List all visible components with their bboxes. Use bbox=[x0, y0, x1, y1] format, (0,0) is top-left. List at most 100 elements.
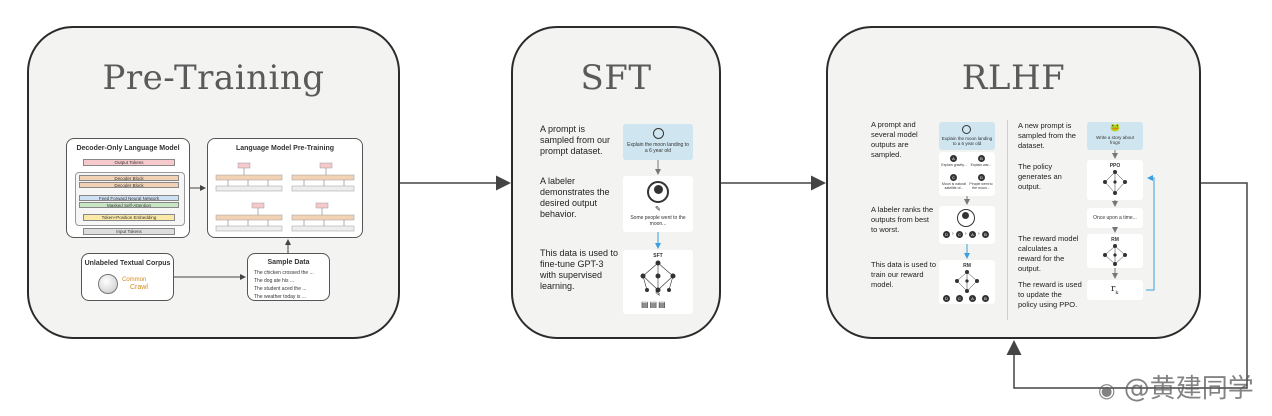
rlhf-labeler-avatar-icon bbox=[957, 209, 975, 227]
watermark: ◉ @黄建同学 bbox=[1098, 368, 1254, 405]
layer-output-tokens: Output Tokens bbox=[83, 159, 175, 166]
sft-model-label: SFT bbox=[653, 253, 663, 259]
sft-answer-text: Some people went to the moon... bbox=[630, 215, 686, 227]
sft-documents-icon: ▤▤▤ bbox=[641, 300, 667, 309]
lm-pretraining-box: Language Model Pre-Training bbox=[207, 138, 363, 238]
reward-symbol-r: r bbox=[1111, 284, 1116, 294]
reward-symbol-k: k bbox=[1115, 289, 1119, 296]
layer-decoder-block-2: Decoder Block bbox=[79, 182, 179, 188]
sft-prompt-icon bbox=[653, 128, 664, 139]
sft-answer-card: ✎ Some people went to the moon... bbox=[623, 176, 693, 232]
rlhf-left-caption-1: A prompt and several model outputs are s… bbox=[871, 120, 918, 159]
rm-ranking-row: D C A B bbox=[943, 295, 993, 303]
ppo-network-icon bbox=[1103, 170, 1127, 195]
pencil-icon: ✎ bbox=[655, 206, 661, 213]
sft-caption-3: This data is used to fine-tune GPT-3 wit… bbox=[540, 248, 619, 291]
rm-rank-badge: C bbox=[956, 295, 963, 302]
rlhf-panel: RLHF A prompt and several model outputs … bbox=[826, 26, 1201, 339]
sft-network-icon bbox=[640, 260, 676, 293]
rlhf-left-prompt-text: Explain the moon landing to a 6 year old bbox=[941, 136, 993, 146]
watermark-text: @黄建同学 bbox=[1123, 374, 1254, 404]
option-a-text: Explain gravity... bbox=[941, 163, 967, 167]
rlhf-ppo-label: PPO bbox=[1109, 163, 1121, 169]
rlhf-reward-model-card: RM bbox=[1087, 234, 1143, 268]
rank-badge: A bbox=[969, 231, 976, 238]
sample-line-4: The weather today is ... bbox=[254, 294, 306, 300]
layer-embedding: Token+Position Embedding bbox=[83, 214, 175, 221]
sample-line-1: The chicken crossed the ... bbox=[254, 270, 314, 276]
reward-symbol: rk bbox=[1111, 284, 1118, 296]
option-c-badge: C bbox=[950, 174, 957, 181]
option-a-badge: A bbox=[950, 155, 957, 162]
sample-data-box: Sample Data The chicken crossed the ... … bbox=[247, 253, 330, 301]
reward-network-icon bbox=[1103, 244, 1127, 266]
sft-caption-1: A prompt is sampled from our prompt data… bbox=[540, 124, 611, 156]
rlhf-connectors bbox=[964, 150, 1155, 291]
option-b-text: Explain war... bbox=[970, 163, 992, 167]
sft-panel: SFT A prompt is sampled from our prompt … bbox=[511, 26, 721, 339]
rlhf-reward-card: rk bbox=[1087, 280, 1143, 300]
rlhf-right-caption-1: A new prompt is sampled from the dataset… bbox=[1018, 121, 1076, 150]
labeler-avatar-icon bbox=[647, 181, 669, 203]
rank-badge: C bbox=[956, 231, 963, 238]
rlhf-ranking-card: D › C › A › B bbox=[939, 206, 995, 244]
rlhf-output-card: Once upon a time... bbox=[1087, 208, 1143, 228]
rm-rank-badge: B bbox=[982, 295, 989, 302]
corpus-box-title: Unlabeled Textual Corpus bbox=[84, 260, 171, 267]
rank-sep-icon: › bbox=[965, 231, 967, 237]
layer-decoder-block-1: Decoder Block bbox=[79, 175, 179, 181]
rlhf-divider bbox=[1007, 120, 1008, 320]
layer-input-tokens: Input Tokens bbox=[83, 228, 175, 235]
wikipedia-logo-icon bbox=[98, 274, 118, 294]
sft-title: SFT bbox=[580, 58, 652, 98]
rlhf-left-caption-3: This data is used to train our reward mo… bbox=[871, 260, 937, 289]
rlhf-options-card: A Explain gravity... B Explain war... C … bbox=[939, 152, 995, 196]
arrow-rlhf-feedback-loop bbox=[1006, 182, 1248, 389]
rlhf-left-caption-2: A labeler ranks the outputs from best to… bbox=[871, 205, 934, 234]
pretraining-title: Pre-Training bbox=[102, 58, 325, 98]
lm-pretraining-title: Language Model Pre-Training bbox=[235, 145, 334, 152]
sample-data-title: Sample Data bbox=[267, 259, 310, 266]
frog-icon: 🐸 bbox=[1110, 123, 1120, 132]
rlhf-reward-model-label: RM bbox=[1111, 237, 1119, 243]
sft-connectors bbox=[655, 160, 661, 249]
rlhf-output-text: Once upon a time... bbox=[1093, 215, 1137, 221]
rm-network-icon bbox=[955, 270, 979, 293]
common-crawl-logo-text-2: Crawl bbox=[130, 284, 148, 291]
rank-sep-icon: › bbox=[978, 231, 980, 237]
layer-self-attention: Masked Self-Attention bbox=[79, 202, 179, 208]
ranking-row-1: D › C › A › B bbox=[943, 231, 993, 239]
sample-line-3: The student aced the ... bbox=[254, 286, 307, 292]
sft-prompt-text: Explain the moon landing to a 6 year old bbox=[627, 142, 689, 154]
rlhf-left-prompt-card: Explain the moon landing to a 6 year old bbox=[939, 122, 995, 150]
rlhf-right-prompt-text: Write a story about frogs bbox=[1096, 135, 1134, 145]
sft-caption-2: A labeler demonstrates the desired outpu… bbox=[540, 176, 610, 219]
rank-badge: B bbox=[982, 231, 989, 238]
rm-rank-badge: A bbox=[969, 295, 976, 302]
rlhf-right-caption-3: The reward model calculates a reward for… bbox=[1018, 234, 1079, 273]
pretraining-panel: Pre-Training Decoder-Only Language Model… bbox=[27, 26, 400, 339]
sample-line-2: The dog ate his ... bbox=[254, 278, 295, 284]
rlhf-right-caption-4: The reward is used to update the policy … bbox=[1018, 280, 1082, 309]
rlhf-labeler-head-icon bbox=[962, 212, 969, 219]
rlhf-ppo-card: PPO bbox=[1087, 160, 1143, 200]
option-d-badge: D bbox=[978, 174, 985, 181]
pretraining-connectors bbox=[174, 185, 291, 280]
weibo-logo-icon: ◉ bbox=[1098, 378, 1116, 402]
lm-pretraining-illustration bbox=[215, 162, 355, 232]
rm-rank-badge: D bbox=[943, 295, 950, 302]
sft-prompt-card: Explain the moon landing to a 6 year old bbox=[623, 124, 693, 160]
labeler-head-icon bbox=[654, 185, 663, 194]
rlhf-rm-label: RM bbox=[963, 263, 971, 269]
sft-pencil-icon: ✎ bbox=[655, 291, 661, 298]
rlhf-prompt-icon bbox=[962, 125, 971, 134]
corpus-box: Unlabeled Textual Corpus Common Crawl bbox=[81, 253, 174, 301]
decoder-box-title: Decoder-Only Language Model bbox=[76, 145, 180, 152]
layer-ffn: Feed Forward Neural Network bbox=[79, 195, 179, 201]
rank-badge: D bbox=[943, 231, 950, 238]
rlhf-rm-card: RM D C A B bbox=[939, 260, 995, 304]
rlhf-right-prompt-card: 🐸 Write a story about frogs bbox=[1087, 122, 1143, 150]
sft-model-card: SFT ✎ ▤▤▤ bbox=[623, 250, 693, 314]
option-c-text: Moon is natural satellite of... bbox=[942, 182, 966, 190]
